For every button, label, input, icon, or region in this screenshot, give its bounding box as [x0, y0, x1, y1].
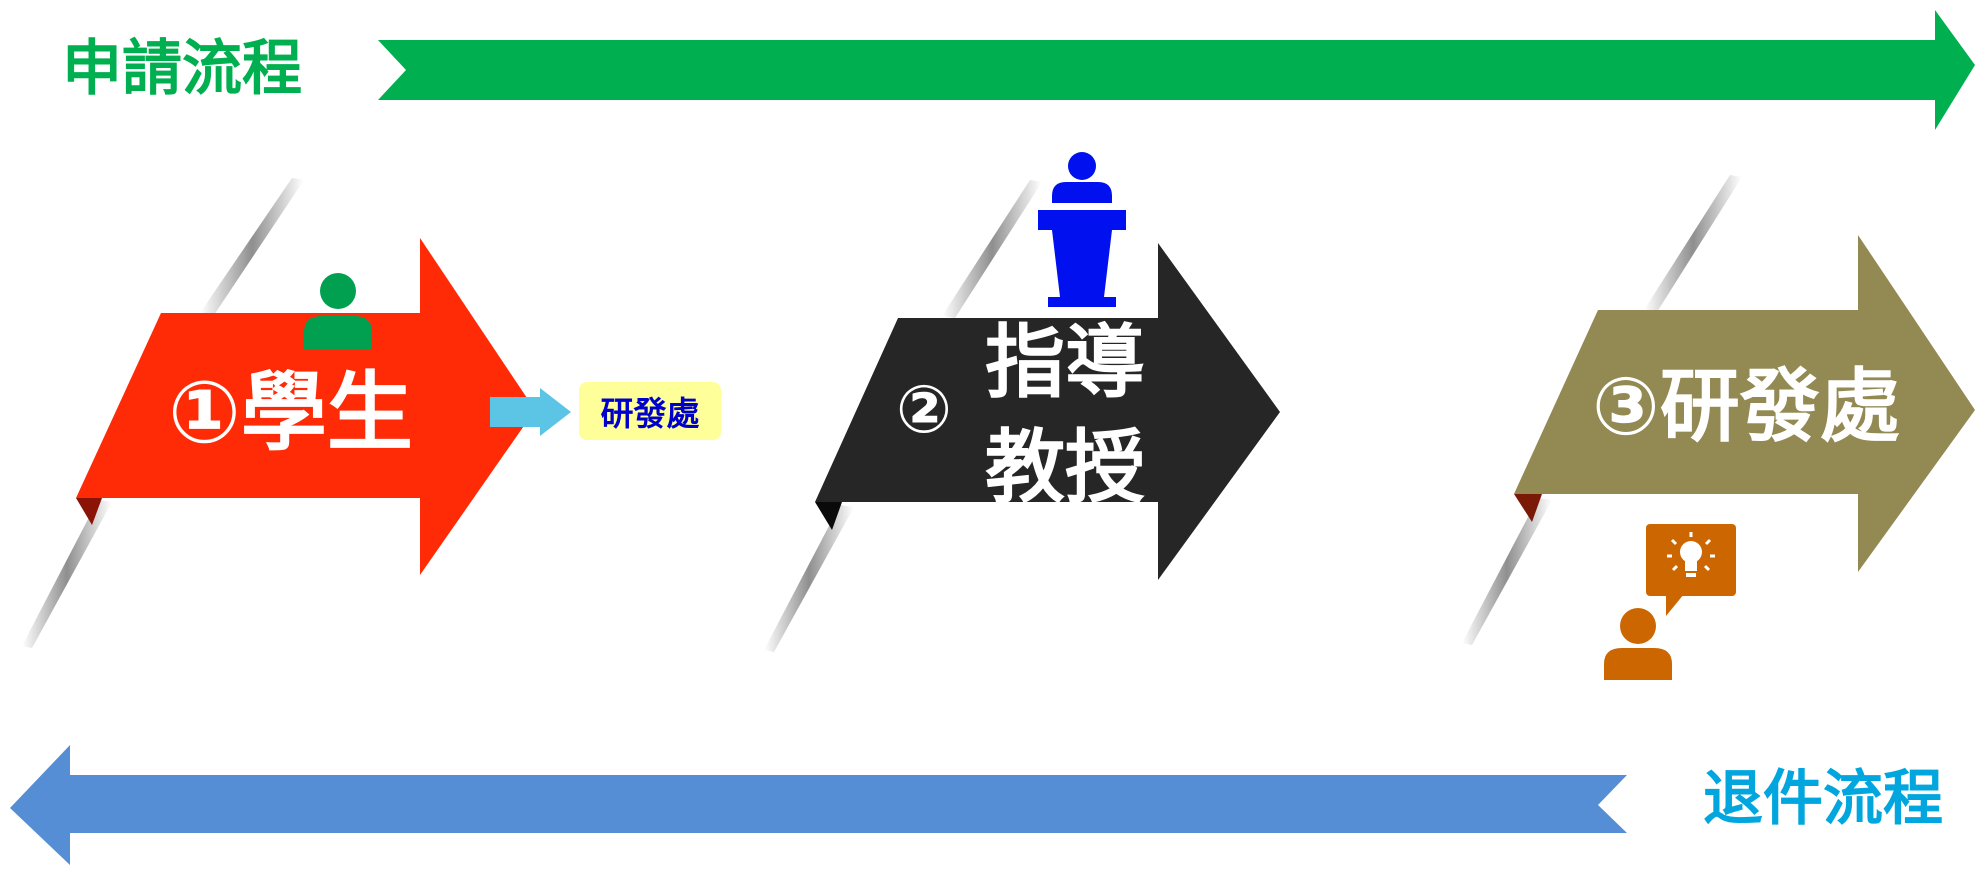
apply-flow-arrow — [378, 10, 1975, 130]
side-arrow — [490, 388, 571, 436]
step3-label: ③研發處 — [1592, 360, 1900, 453]
idea-person-icon — [1604, 524, 1736, 680]
step1-label: ①學生 — [168, 363, 413, 463]
office-note-badge: 研發處 — [579, 382, 721, 440]
step2-label-line1: 指導 — [985, 316, 1145, 409]
step2-label-line2: 教授 — [985, 421, 1145, 514]
step1-fold — [76, 498, 102, 525]
step1-arrow — [76, 238, 535, 575]
office-note-text: 研發處 — [600, 394, 700, 433]
step1-shadow-top — [200, 178, 304, 315]
podium-icon — [1038, 152, 1126, 307]
step3-fold — [1514, 494, 1542, 522]
return-flow-label: 退件流程 — [1703, 764, 1943, 834]
student-icon — [304, 273, 372, 350]
return-flow-arrow — [10, 745, 1627, 865]
step3-arrow — [1514, 235, 1975, 572]
step2-fold — [815, 502, 842, 530]
step2-number: ② — [896, 371, 952, 448]
step2-shadow-bottom — [764, 505, 854, 652]
lightbulb-icon — [1667, 532, 1715, 577]
step3-shadow-bottom — [1462, 498, 1552, 645]
step3-shadow-top — [1644, 175, 1742, 312]
step1-shadow-bottom — [22, 500, 112, 648]
apply-flow-label: 申請流程 — [62, 34, 302, 104]
step2-arrow — [815, 243, 1280, 580]
step2-shadow-top — [942, 180, 1042, 318]
